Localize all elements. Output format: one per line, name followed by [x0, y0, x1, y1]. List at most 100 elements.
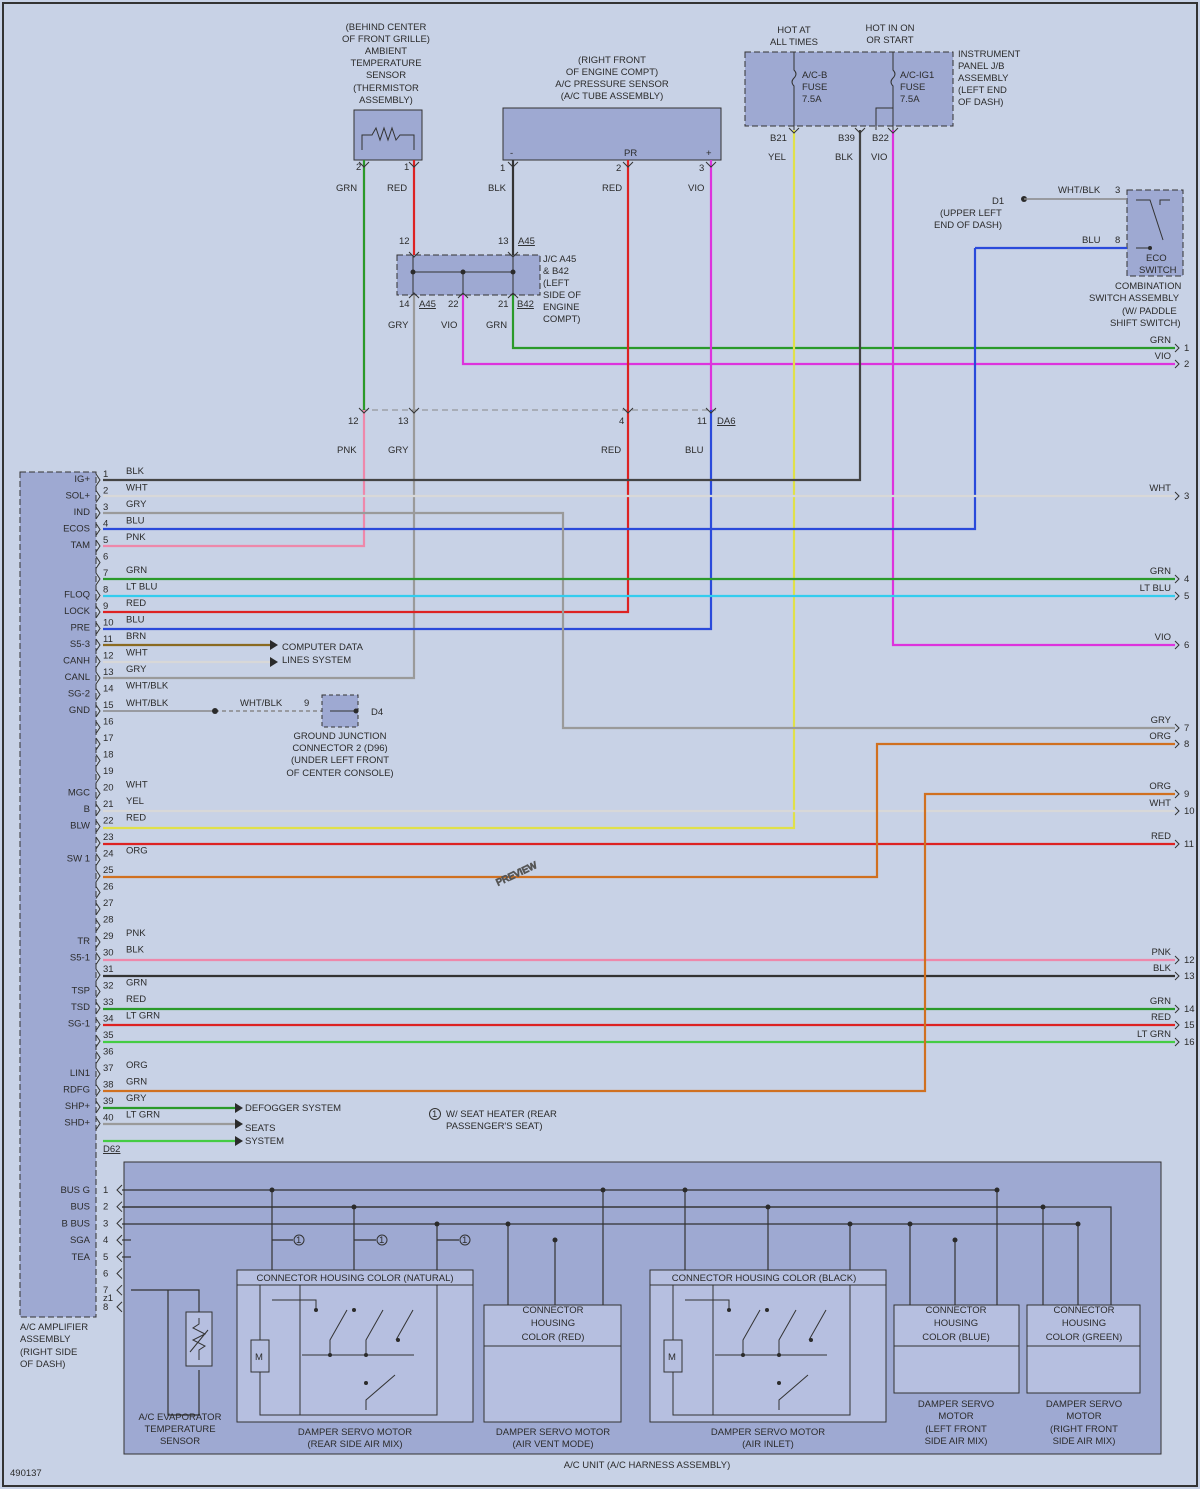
- svg-text:INSTRUMENT: INSTRUMENT: [958, 49, 1020, 60]
- bus-pin-number: 6: [103, 1269, 108, 1280]
- d62-pin-number: 2: [103, 486, 108, 497]
- d62-pin-number: 36: [103, 1047, 114, 1058]
- pin-mark: [95, 523, 101, 536]
- svg-text:GRN: GRN: [336, 183, 357, 194]
- svg-text:WHT/BLK: WHT/BLK: [1058, 185, 1101, 196]
- svg-text:BLU: BLU: [685, 445, 704, 456]
- damper-air-inlet: CONNECTOR HOUSING COLOR (BLACK) M DAMPER…: [649, 1269, 887, 1450]
- svg-text:SENSOR: SENSOR: [160, 1436, 200, 1447]
- seats-label-2: SYSTEM: [245, 1136, 284, 1147]
- right-terminal-wire: RED: [1151, 831, 1171, 842]
- d62-wire-color: LT BLU: [126, 582, 157, 593]
- svg-text:4: 4: [619, 416, 624, 427]
- right-terminal-wire: GRN: [1150, 996, 1171, 1007]
- svg-text:RED: RED: [387, 183, 407, 194]
- svg-text:(LEFT FRONT: (LEFT FRONT: [925, 1424, 987, 1435]
- svg-text:FUSE: FUSE: [802, 82, 827, 93]
- right-terminal-wire: WHT: [1149, 483, 1171, 494]
- d62-pin-number: 4: [103, 519, 108, 530]
- svg-text:MOTOR: MOTOR: [1066, 1411, 1101, 1422]
- svg-text:7.5A: 7.5A: [802, 94, 822, 105]
- pin-mark: [95, 1067, 101, 1081]
- svg-text:(UNDER LEFT FRONT: (UNDER LEFT FRONT: [291, 755, 389, 766]
- svg-text:(THERMISTOR: (THERMISTOR: [353, 83, 419, 94]
- jc-box: [396, 254, 541, 296]
- svg-text:YEL: YEL: [768, 152, 786, 163]
- right-terminal-number: 5: [1184, 591, 1189, 602]
- svg-text:OF FRONT GRILLE): OF FRONT GRILLE): [342, 34, 430, 45]
- bus-pin-number: 7: [103, 1285, 108, 1296]
- svg-text:J/C A45: J/C A45: [543, 254, 576, 265]
- d62-signal-label: S5-1: [70, 953, 90, 964]
- svg-text:PR: PR: [624, 148, 637, 159]
- svg-text:B21: B21: [770, 133, 787, 144]
- right-terminal-number: 15: [1184, 1020, 1195, 1031]
- svg-text:OR START: OR START: [866, 35, 913, 46]
- svg-text:M: M: [255, 1352, 263, 1363]
- d62-signal-label: S5-3: [70, 639, 90, 650]
- pin-mark: [116, 1201, 123, 1213]
- pin-mark: [95, 1100, 101, 1114]
- d62-signal-label: SW 1: [67, 854, 90, 865]
- svg-text:A/C EVAPORATOR: A/C EVAPORATOR: [139, 1412, 222, 1423]
- svg-text:DAMPER SERVO MOTOR: DAMPER SERVO MOTOR: [711, 1427, 825, 1438]
- svg-text:PASSENGER'S SEAT): PASSENGER'S SEAT): [446, 1121, 542, 1132]
- d62-pin-number: 32: [103, 981, 114, 992]
- d62-wire-color: WHT: [126, 483, 148, 494]
- d62-pin-number: 37: [103, 1063, 114, 1074]
- svg-text:A/C PRESSURE SENSOR: A/C PRESSURE SENSOR: [555, 79, 669, 90]
- terminal-mark: [1174, 491, 1180, 501]
- d62-pin-number: 30: [103, 948, 114, 959]
- svg-text:1: 1: [296, 1235, 301, 1246]
- svg-text:A/C-IG1: A/C-IG1: [900, 70, 934, 81]
- svg-text:& B42: & B42: [543, 266, 569, 277]
- svg-text:DAMPER SERVO MOTOR: DAMPER SERVO MOTOR: [496, 1427, 610, 1438]
- d62-pin-number: 28: [103, 915, 114, 926]
- d62-wire-color: YEL: [126, 796, 144, 807]
- d62-pin-number: 16: [103, 717, 114, 728]
- bus-dots: [269, 1187, 1081, 1243]
- hot-labels: HOT AT ALL TIMES HOT IN ON OR START: [770, 23, 915, 48]
- pin-mark: [95, 655, 101, 668]
- svg-text:BLK: BLK: [488, 183, 507, 194]
- pin-mark: [95, 688, 101, 701]
- d62-pin-number: 10: [103, 618, 114, 629]
- jc-label: 12 13 A45 14 A45 22 21 B42 J/C A45 & B42…: [399, 236, 581, 325]
- svg-text:LINES SYSTEM: LINES SYSTEM: [282, 655, 351, 666]
- svg-text:A/C-B: A/C-B: [802, 70, 827, 81]
- d62-signal-label: PRE: [70, 623, 90, 634]
- d62-pin-number: 31: [103, 964, 114, 975]
- svg-text:HOUSING: HOUSING: [934, 1318, 978, 1329]
- svg-text:2: 2: [356, 162, 361, 173]
- svg-text:GRY: GRY: [388, 320, 409, 331]
- d62-pin-number: 6: [103, 552, 108, 563]
- ac-unit-title: A/C UNIT (A/C HARNESS ASSEMBLY): [564, 1460, 730, 1471]
- svg-text:3: 3: [699, 163, 704, 174]
- d62-signal-label: IG+: [74, 474, 90, 485]
- terminal-mark: [1174, 640, 1180, 650]
- d62-signal-label: LIN1: [70, 1068, 90, 1079]
- d62-pin-number: 12: [103, 651, 114, 662]
- svg-text:PNK: PNK: [337, 445, 357, 456]
- pin-mark: [95, 820, 101, 833]
- svg-text:-: -: [510, 148, 513, 159]
- pin-mark: [95, 589, 101, 602]
- pin-mark: [95, 902, 101, 916]
- terminal-mark: [1174, 955, 1180, 965]
- svg-text:SWITCH ASSEMBLY: SWITCH ASSEMBLY: [1089, 293, 1180, 304]
- svg-text:OF ENGINE COMPT): OF ENGINE COMPT): [566, 67, 658, 78]
- right-terminal-wire: BLK: [1153, 963, 1172, 974]
- svg-text:1: 1: [432, 1109, 437, 1120]
- svg-text:VIO: VIO: [871, 152, 887, 163]
- svg-text:CONNECTOR HOUSING COLOR (BLACK: CONNECTOR HOUSING COLOR (BLACK): [672, 1273, 857, 1284]
- d62-signal-label: GND: [69, 705, 90, 716]
- d62-wire-color: ORG: [126, 846, 148, 857]
- right-terminal-number: 3: [1184, 491, 1189, 502]
- d62-wire-color: GRN: [126, 1077, 147, 1088]
- d62-signal-label: IND: [74, 507, 91, 518]
- svg-text:CONNECTOR HOUSING COLOR (NATUR: CONNECTOR HOUSING COLOR (NATURAL): [256, 1273, 453, 1284]
- terminal-mark: [1174, 1037, 1180, 1047]
- d62-wire-color: PNK: [126, 532, 146, 543]
